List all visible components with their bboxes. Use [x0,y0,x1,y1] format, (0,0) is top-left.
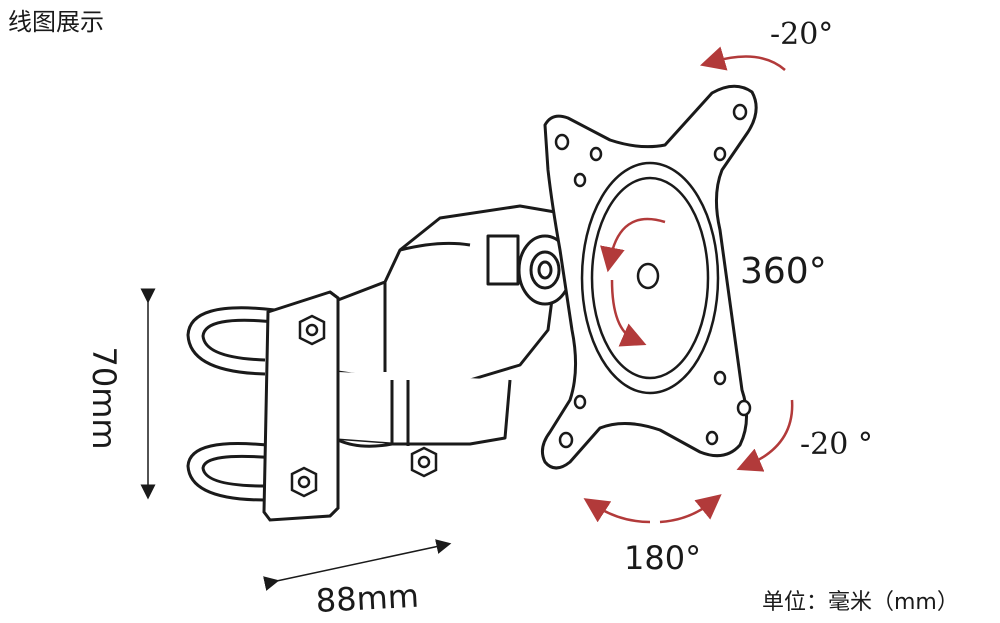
width-dimension-label: 88mm [314,576,420,620]
clamp-nut [410,446,438,478]
clamp-plate [262,290,340,522]
rotation-arrow [600,217,666,347]
unit-label: 单位：毫米（mm） [762,590,959,615]
swivel-label: 180° [624,539,702,577]
rotation-label: 360° [740,251,827,292]
tilt-bottom-label: -20 ° [800,427,873,462]
vesa-hole [554,103,752,449]
tilt-top-label: -20° [770,17,834,52]
tilt-bottom-arrow [736,399,794,472]
height-dimension-label: 70mm [85,346,123,450]
swivel-arrow [583,494,722,524]
clamp-nut [298,314,326,346]
u-bolt-bottom [186,442,276,502]
rotation-disc [580,161,720,395]
diagram-title: 线图展示 [8,8,104,36]
width-dimension-line [263,539,452,591]
mount-arm [336,204,562,448]
clamp-nut [290,466,318,498]
u-bolt-top [186,306,276,376]
tilt-top-arrow [699,46,786,71]
pivot-knob [517,234,573,306]
